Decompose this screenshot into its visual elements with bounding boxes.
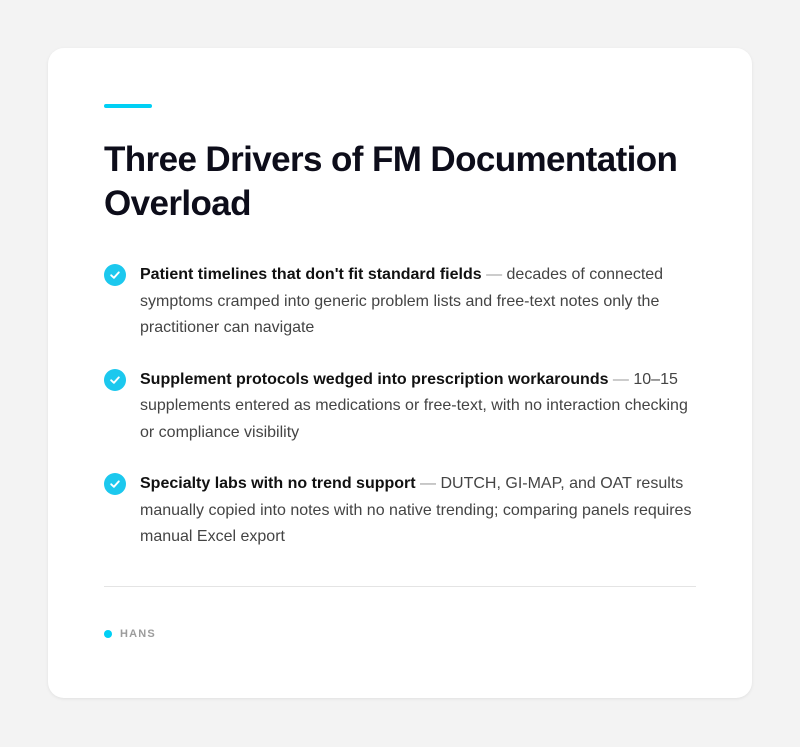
item-body: decades of connected symptoms cramped in…	[140, 266, 664, 336]
item-body: 10–15 supplements entered as medications…	[140, 370, 688, 441]
content-card: Three Drivers of FM Documentation Overlo…	[48, 48, 752, 698]
check-circle-icon	[104, 368, 126, 391]
item-lead: Specialty labs with no trend support	[140, 475, 416, 492]
list-item: Supplement protocols wedged into prescri…	[104, 367, 704, 447]
page-title: Three Drivers of FM Documentation Overlo…	[104, 140, 678, 223]
item-lead: Supplement protocols wedged into prescri…	[140, 370, 609, 388]
item-body: DUTCH, GI-MAP, and OAT results manually …	[140, 475, 692, 545]
brand-label: HANS	[120, 628, 156, 640]
drivers-list: Patient timelines that don't fit standar…	[104, 262, 704, 576]
brand-dot-icon	[104, 630, 112, 638]
footer: HANS	[104, 628, 156, 640]
item-dash: —	[608, 370, 634, 388]
check-circle-icon	[104, 264, 126, 286]
list-item: Specialty labs with no trend support — D…	[104, 471, 704, 551]
item-dash: —	[481, 266, 507, 283]
divider	[104, 586, 696, 587]
check-circle-icon	[104, 473, 126, 495]
accent-bar	[104, 104, 152, 108]
item-dash: —	[415, 475, 441, 492]
item-lead: Patient timelines that don't fit standar…	[140, 266, 482, 283]
list-item: Patient timelines that don't fit standar…	[104, 262, 704, 342]
